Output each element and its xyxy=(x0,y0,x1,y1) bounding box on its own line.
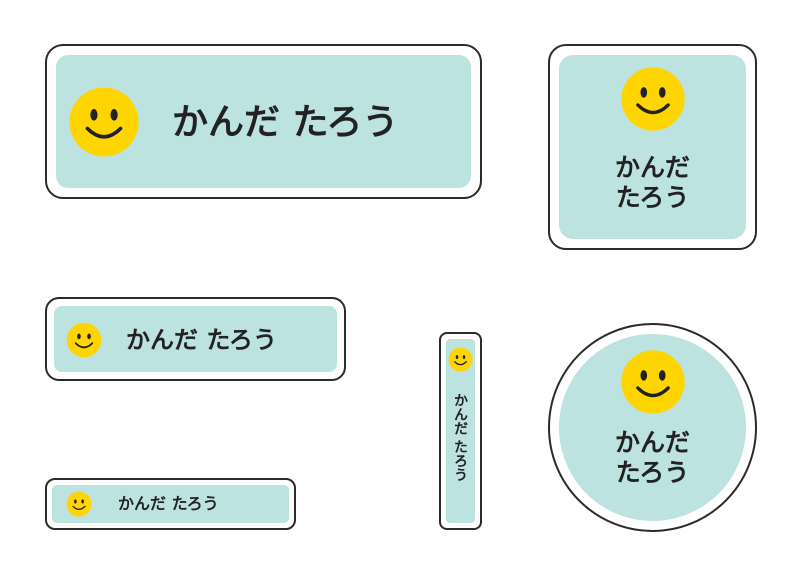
label-background: かんだ たろう xyxy=(559,55,746,239)
smiley-face-icon xyxy=(448,347,473,372)
name-label-square: かんだ たろう xyxy=(548,44,757,250)
smiley-face-icon xyxy=(620,66,686,132)
name-line-1: かんだ xyxy=(614,428,690,457)
name-label-large: かんだ たろう xyxy=(45,44,482,199)
smiley-face-icon xyxy=(620,349,686,415)
name-text: かんだ たろう xyxy=(559,428,746,488)
name-text: かんだ たろう xyxy=(118,494,219,513)
name-text: かんだ たろう xyxy=(452,393,468,482)
name-label-round: かんだ たろう xyxy=(548,323,757,532)
name-line-2: たろう xyxy=(615,458,690,487)
name-text: かんだ たろう xyxy=(172,102,399,143)
name-label-medium: かんだ たろう xyxy=(45,297,346,381)
name-line-1: かんだ xyxy=(614,153,690,182)
name-label-vertical: かんだ たろう xyxy=(439,332,482,530)
name-text: かんだ たろう xyxy=(559,153,746,213)
smiley-face-icon xyxy=(66,322,102,358)
label-background: かんだ たろう xyxy=(54,306,337,372)
label-background: かんだ たろう xyxy=(559,334,746,521)
name-line-2: たろう xyxy=(615,183,690,212)
label-background: かんだ たろう xyxy=(446,339,475,523)
smiley-face-icon xyxy=(66,491,92,517)
label-background: かんだ たろう xyxy=(52,485,289,523)
name-label-small: かんだ たろう xyxy=(45,478,296,530)
label-background: かんだ たろう xyxy=(56,55,471,188)
smiley-face-icon xyxy=(68,86,140,158)
name-text: かんだ たろう xyxy=(126,326,277,354)
